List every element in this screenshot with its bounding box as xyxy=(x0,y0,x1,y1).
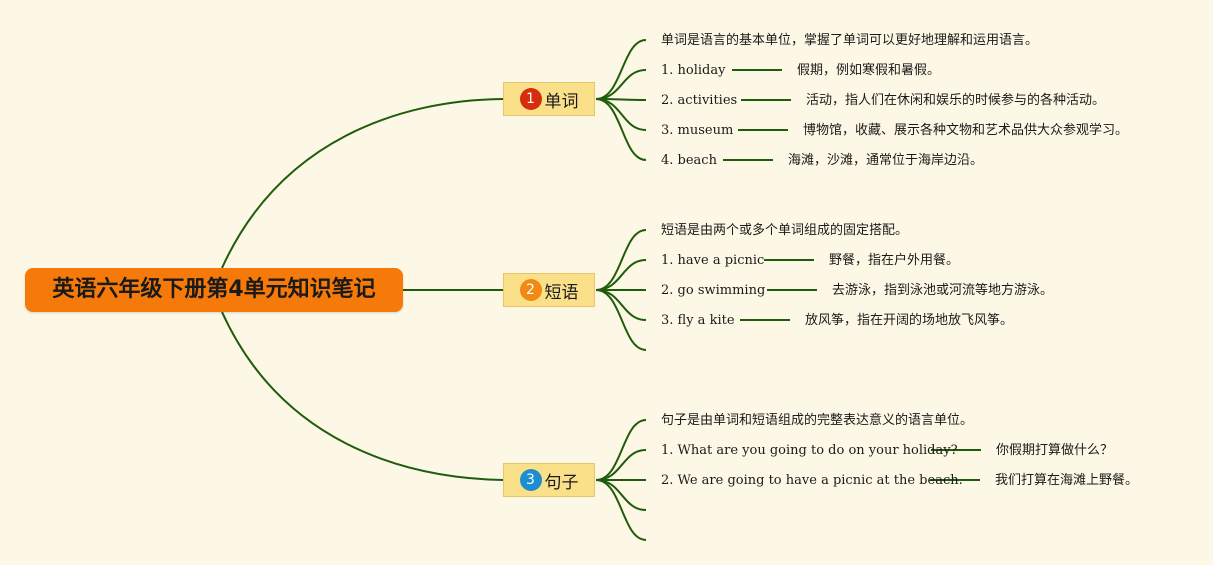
branch-sentences-label: 句子 xyxy=(544,472,579,493)
edge-b1-leaf-1 xyxy=(595,69,647,100)
phrase-definition: 野餐，指在户外用餐。 xyxy=(829,253,960,268)
edge-b3-leaf-3 xyxy=(595,479,647,511)
edge-b2-leaf-1 xyxy=(595,259,647,291)
edge-b3-leaf-1 xyxy=(595,449,647,481)
sentence-definition: 你假期打算做什么？ xyxy=(996,443,1114,458)
root-topic[interactable]: 英语六年级下册第4单元知识笔记 xyxy=(25,268,403,312)
number-badge-3: 3 xyxy=(519,469,542,491)
edge-b3-leaf-4 xyxy=(595,479,647,541)
edge-b2-leaf-3 xyxy=(595,289,647,321)
sentence-term: 1. What are you going to do on your holi… xyxy=(661,443,958,458)
word-definition: 假期，例如寒假和暑假。 xyxy=(797,63,941,78)
phrase-term: 1. have a picnic xyxy=(661,253,765,268)
edge-b3-leaf-0 xyxy=(595,419,647,481)
word-definition: 活动，指人们在休闲和娱乐的时候参与的各种活动。 xyxy=(806,93,1106,108)
word-definition: 海滩，沙滩，通常位于海岸边沿。 xyxy=(788,153,984,168)
number-badge-1: 1 xyxy=(519,88,542,110)
word-definition: 博物馆，收藏、展示各种文物和艺术品供大众参观学习。 xyxy=(803,123,1129,138)
root-topic-label: 英语六年级下册第4单元知识笔记 xyxy=(52,277,376,302)
word-term: 4. beach xyxy=(661,153,717,168)
phrase-definition: 去游泳，指到泳池或河流等地方游泳。 xyxy=(832,283,1054,298)
edge-b1-leaf-4 xyxy=(595,98,647,161)
word-term: 3. museum xyxy=(661,123,734,138)
branch-sentences[interactable]: 3 句子 xyxy=(503,463,595,497)
edge-b2-leaf-0 xyxy=(595,229,647,291)
edge-root-to-branch-3 xyxy=(221,311,504,481)
branch-phrases-label: 短语 xyxy=(544,282,579,303)
edge-b1-leaf-0 xyxy=(595,39,647,100)
branch-words[interactable]: 1 单词 xyxy=(503,82,595,116)
branch-phrases[interactable]: 2 短语 xyxy=(503,273,595,307)
word-term: 1. holiday xyxy=(661,63,726,78)
edge-root-to-branch-1 xyxy=(221,98,504,269)
word-term: 2. activities xyxy=(661,93,738,108)
number-badge-2: 2 xyxy=(519,279,542,301)
phrase-term: 3. fly a kite xyxy=(661,313,735,328)
branch-phrases-intro: 短语是由两个或多个单词组成的固定搭配。 xyxy=(661,223,909,238)
branch-words-label: 单词 xyxy=(544,91,579,112)
phrase-term: 2. go swimming xyxy=(661,283,766,298)
branch-words-intro: 单词是语言的基本单位，掌握了单词可以更好地理解和运用语言。 xyxy=(661,33,1039,48)
phrase-definition: 放风筝，指在开阔的场地放飞风筝。 xyxy=(805,313,1014,328)
edge-b2-leaf-4 xyxy=(595,289,647,351)
sentence-definition: 我们打算在海滩上野餐。 xyxy=(995,473,1139,488)
branch-sentences-intro: 句子是由单词和短语组成的完整表达意义的语言单位。 xyxy=(661,413,974,428)
sentence-term: 2. We are going to have a picnic at the … xyxy=(661,473,963,488)
